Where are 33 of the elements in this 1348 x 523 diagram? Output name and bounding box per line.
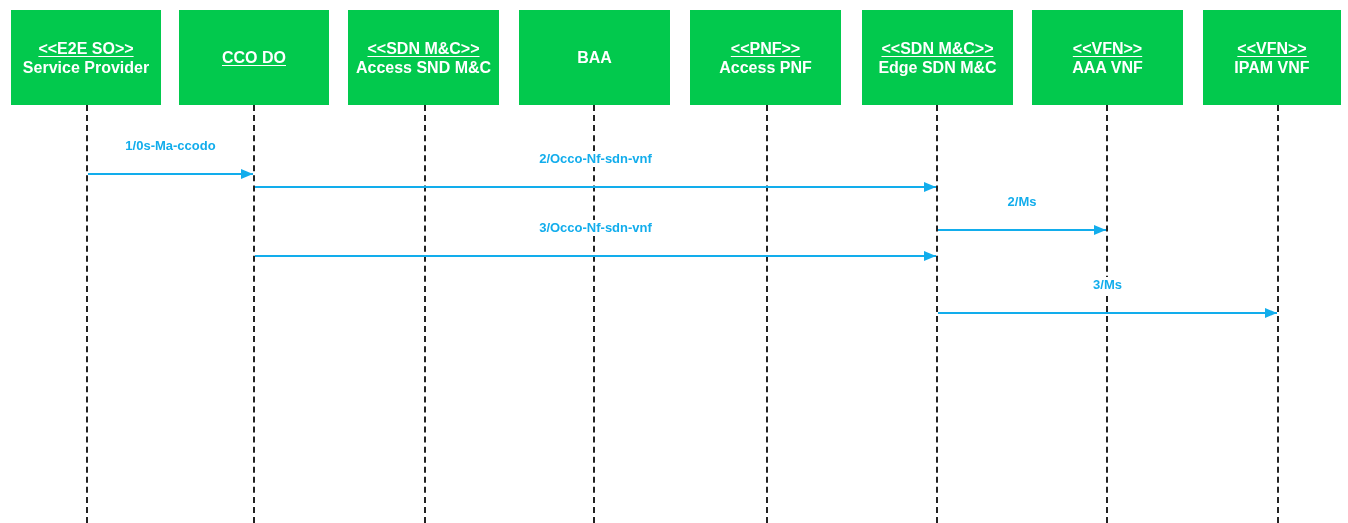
stereotype-label: <<E2E SO>> <box>38 38 134 58</box>
participant-box <box>1203 10 1341 105</box>
stereotype-label: <<VFN>> <box>1237 38 1307 58</box>
message-arrow <box>937 225 1107 235</box>
lifeline <box>253 105 255 523</box>
participant-box <box>519 10 670 105</box>
lifeline <box>936 105 938 523</box>
participant-name: Edge SDN M&C <box>878 57 997 77</box>
message-arrow <box>254 251 937 261</box>
participant-name: AAA VNF <box>1072 57 1143 77</box>
lifeline <box>86 105 88 523</box>
stereotype-label: CCO DO <box>222 48 286 67</box>
participant-box <box>11 10 161 105</box>
message-arrow <box>254 182 937 192</box>
participant-box <box>179 10 329 105</box>
stereotype-label: <<SDN M&C>> <box>881 38 994 58</box>
participant-name: Service Provider <box>22 57 150 77</box>
message-arrow <box>87 169 254 179</box>
participant-box <box>862 10 1013 105</box>
participant-box <box>1032 10 1183 105</box>
lifeline <box>766 105 768 523</box>
stereotype-label: <<VFN>> <box>1072 38 1143 58</box>
participant-name: Access SND M&C <box>355 57 492 77</box>
participant-box <box>348 10 499 105</box>
participant-name: BAA <box>577 48 612 67</box>
lifeline <box>1277 105 1279 523</box>
message-arrow <box>937 308 1278 318</box>
stereotype-label: <<PNF>> <box>730 38 801 58</box>
participant-box <box>690 10 841 105</box>
lifeline <box>424 105 426 523</box>
participant-name: Access PNF <box>719 57 812 77</box>
stereotype-label: <<SDN M&C>> <box>367 38 480 58</box>
participant-name: IPAM VNF <box>1234 57 1310 77</box>
